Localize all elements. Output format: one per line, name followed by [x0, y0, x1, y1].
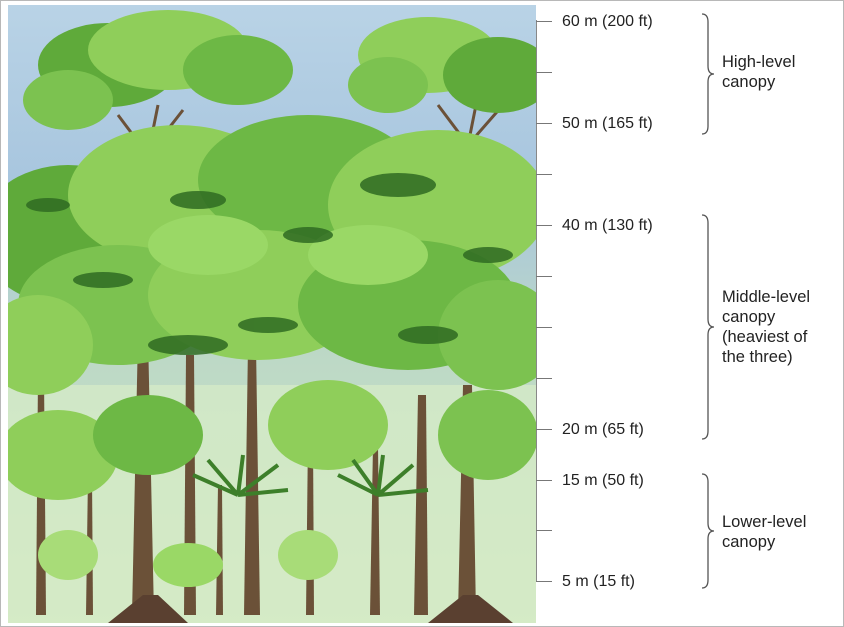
height-scale-line: [536, 20, 537, 582]
high-canopy-label-line: High-level: [722, 53, 796, 71]
rainforest-illustration: [8, 5, 536, 623]
scale-tick: [536, 480, 552, 481]
middle-canopy-label-line: the three): [722, 348, 793, 366]
scale-tick: [536, 581, 552, 582]
scale-tick: [536, 174, 552, 175]
height-label-40m: 40 m (130 ft): [562, 217, 653, 234]
high-canopy-label-line: canopy: [722, 73, 776, 91]
scale-tick: [536, 429, 552, 430]
middle-canopy-label: Middle-level canopy (heaviest of the thr…: [722, 287, 810, 367]
scale-tick: [536, 123, 552, 124]
scale-tick: [536, 276, 552, 277]
middle-canopy-brace: [701, 214, 715, 440]
scale-tick: [536, 530, 552, 531]
lower-canopy-label: Lower-level canopy: [722, 512, 806, 552]
lower-canopy-label-line: canopy: [722, 533, 776, 551]
scale-tick: [536, 327, 552, 328]
buttress-roots: [108, 595, 513, 623]
middle-canopy-crowns: [8, 115, 536, 395]
height-label-20m: 20 m (65 ft): [562, 421, 644, 438]
high-canopy-label: High-level canopy: [722, 52, 795, 92]
lower-canopy-brace: [701, 473, 715, 589]
height-label-60m: 60 m (200 ft): [562, 13, 653, 30]
middle-canopy-label-line: (heaviest of: [722, 328, 808, 346]
height-label-50m: 50 m (165 ft): [562, 115, 653, 132]
high-canopy-crowns: [23, 10, 536, 130]
height-label-5m: 5 m (15 ft): [562, 573, 635, 590]
lower-canopy-label-line: Lower-level: [722, 513, 807, 531]
scale-tick: [536, 378, 552, 379]
middle-canopy-label-line: canopy: [722, 308, 776, 326]
scale-tick: [536, 21, 552, 22]
scale-tick: [536, 72, 552, 73]
canopy-shadows: [26, 173, 513, 355]
scale-tick: [536, 225, 552, 226]
palm-fronds: [192, 454, 429, 497]
lower-canopy-crowns: [8, 380, 536, 587]
middle-canopy-label-line: Middle-level: [722, 288, 811, 306]
high-canopy-brace: [701, 13, 715, 135]
height-label-15m: 15 m (50 ft): [562, 472, 644, 489]
